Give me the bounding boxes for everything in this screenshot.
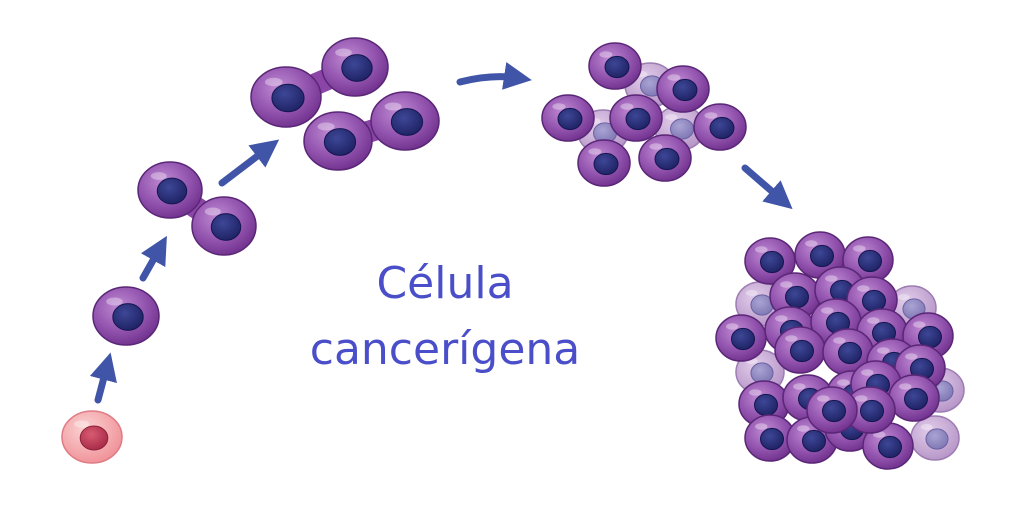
normal-cell (61, 410, 123, 464)
arrow-4 (456, 62, 532, 90)
daughter-cell (137, 161, 203, 219)
cancer-cell (609, 94, 663, 142)
daughter-cell (321, 37, 389, 97)
cancer-cell (577, 139, 631, 187)
daughter-cell (303, 111, 373, 171)
cancer-cell (744, 237, 796, 285)
arrow-5 (741, 164, 793, 210)
cancer-cell (656, 65, 710, 113)
diagram-title-line-2: cancerígena (309, 324, 581, 375)
cancer-cell (844, 386, 896, 434)
cancer-cell (774, 326, 826, 374)
diagram-title-line-1: Célula (376, 258, 514, 309)
cancer-cell (638, 134, 692, 182)
cancer-cell (588, 42, 642, 90)
cancer-cell (842, 236, 894, 284)
arrow-1 (89, 352, 117, 404)
cancer-cell-single (92, 286, 160, 346)
cancer-cell (744, 414, 796, 462)
daughter-cell (250, 66, 322, 128)
small-cell-cluster (541, 42, 747, 187)
cancer-cell (806, 386, 858, 434)
cancer-cell (822, 328, 874, 376)
double-division-stage (250, 37, 440, 171)
cancer-cell (541, 94, 595, 142)
cells-layer (61, 37, 965, 470)
cancer-cell (794, 231, 846, 279)
arrow-3 (218, 139, 280, 187)
tumor-mass (715, 231, 965, 470)
arrow-2 (139, 235, 167, 282)
cancer-cell (715, 314, 767, 362)
cancer-cell (693, 103, 747, 151)
cancer-cell (888, 374, 940, 422)
daughter-cell (191, 196, 257, 256)
dividing-cell-stage (137, 161, 257, 256)
progression-arrows (89, 62, 793, 404)
dying-cell (910, 415, 960, 461)
daughter-cell (370, 91, 440, 151)
